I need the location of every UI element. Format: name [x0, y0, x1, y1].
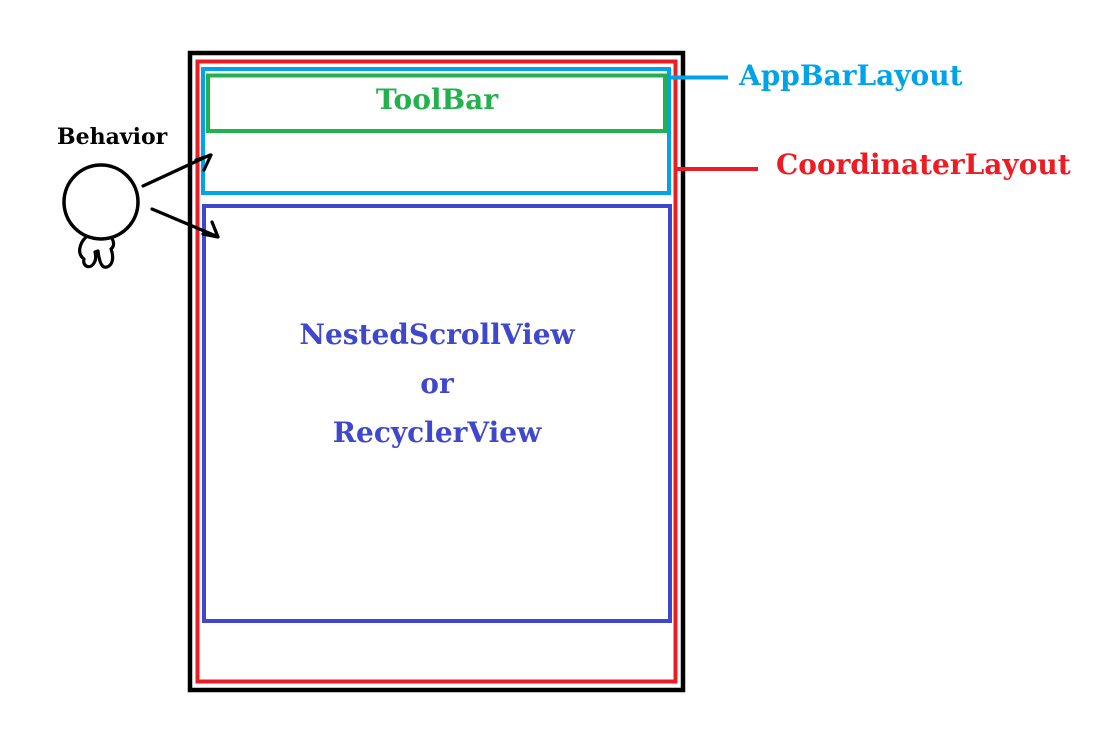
- scroll-view-label: NestedScrollView or RecyclerView: [203, 310, 671, 457]
- screen-frame-rect: [187, 50, 686, 693]
- toolbar-rect: [206, 73, 667, 133]
- coordinator-layout-label: CoordinaterLayout: [776, 148, 1071, 181]
- coordinator-layout-rect: [195, 59, 678, 684]
- arrow-to-appbar-icon: [141, 153, 213, 188]
- behavior-circle: [62, 163, 140, 241]
- arrow-to-scrollview-icon: [150, 207, 220, 239]
- scroll-view-label-line2: or: [420, 367, 454, 400]
- scroll-view-label-line3: RecyclerView: [332, 416, 542, 449]
- behavior-label: Behavior: [57, 124, 168, 150]
- behavior-balloon-tail: [78, 234, 116, 269]
- toolbar-label: ToolBar: [375, 83, 499, 116]
- appbar-layout-rect: [201, 67, 671, 195]
- appbar-layout-label: AppBarLayout: [739, 59, 963, 92]
- scroll-view-label-line1: NestedScrollView: [299, 318, 575, 351]
- scroll-view-rect: [202, 204, 672, 623]
